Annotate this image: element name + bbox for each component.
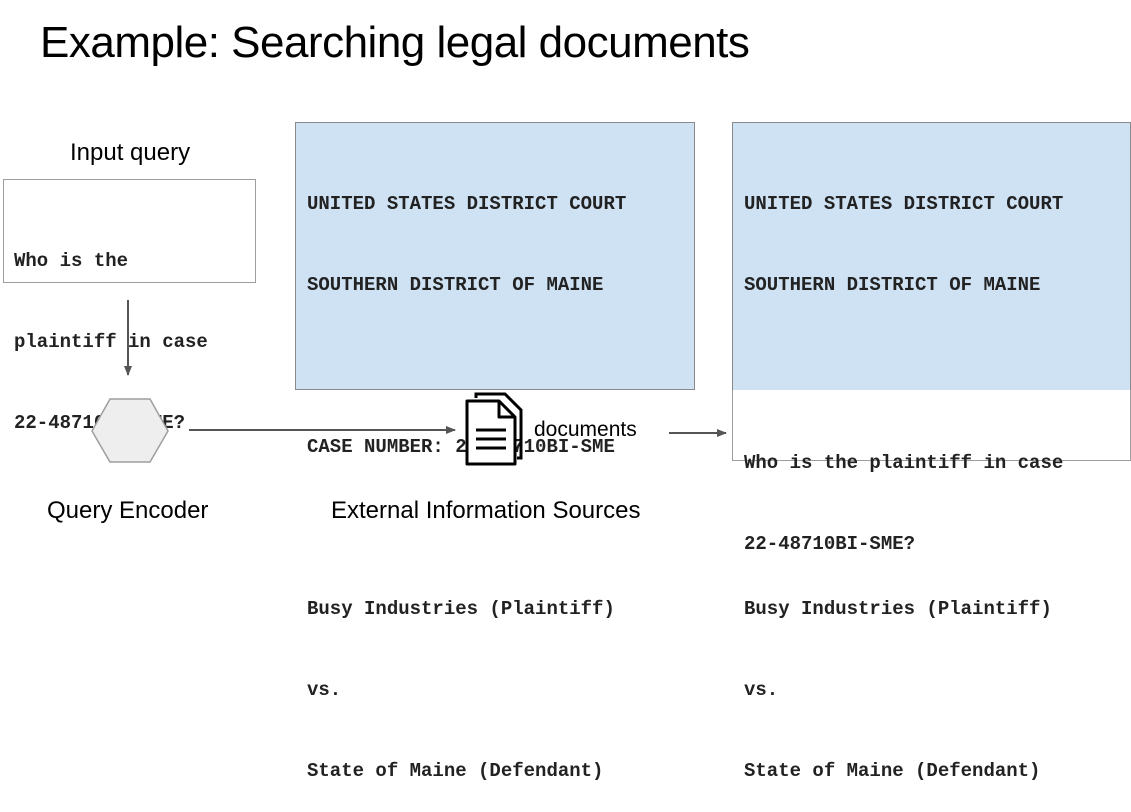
diagram-connectors: [91, 300, 727, 466]
document-line: SOUTHERN DISTRICT OF MAINE: [744, 274, 1041, 296]
query-encoder-hexagon: [91, 398, 169, 463]
document-line: UNITED STATES DISTRICT COURT: [744, 193, 1064, 215]
external-sources-label: External Information Sources: [331, 497, 641, 524]
documents-icon: [465, 392, 523, 466]
document-line: vs.: [744, 679, 779, 701]
document-line: Busy Industries (Plaintiff): [744, 598, 1052, 620]
document-line: Busy Industries (Plaintiff): [307, 598, 615, 620]
document-line: UNITED STATES DISTRICT COURT: [307, 193, 627, 215]
input-query-line: plaintiff in case: [14, 331, 208, 353]
augmented-query-line: 22-48710BI-SME?: [744, 533, 916, 555]
query-encoder-label: Query Encoder: [47, 497, 209, 524]
input-query-label: Input query: [70, 139, 191, 166]
document-line: vs.: [307, 679, 342, 701]
document-line: SOUTHERN DISTRICT OF MAINE: [307, 274, 604, 296]
augmented-query-line: Who is the plaintiff in case: [744, 452, 1064, 474]
input-query-line: Who is the: [14, 250, 129, 272]
augmented-query-box: Who is the plaintiff in case 22-48710BI-…: [732, 390, 1131, 555]
document-line: State of Maine (Defendant): [744, 760, 1041, 782]
documents-label: documents: [534, 418, 637, 441]
page-title: Example: Searching legal documents: [40, 18, 750, 67]
document-line: State of Maine (Defendant): [307, 760, 604, 782]
